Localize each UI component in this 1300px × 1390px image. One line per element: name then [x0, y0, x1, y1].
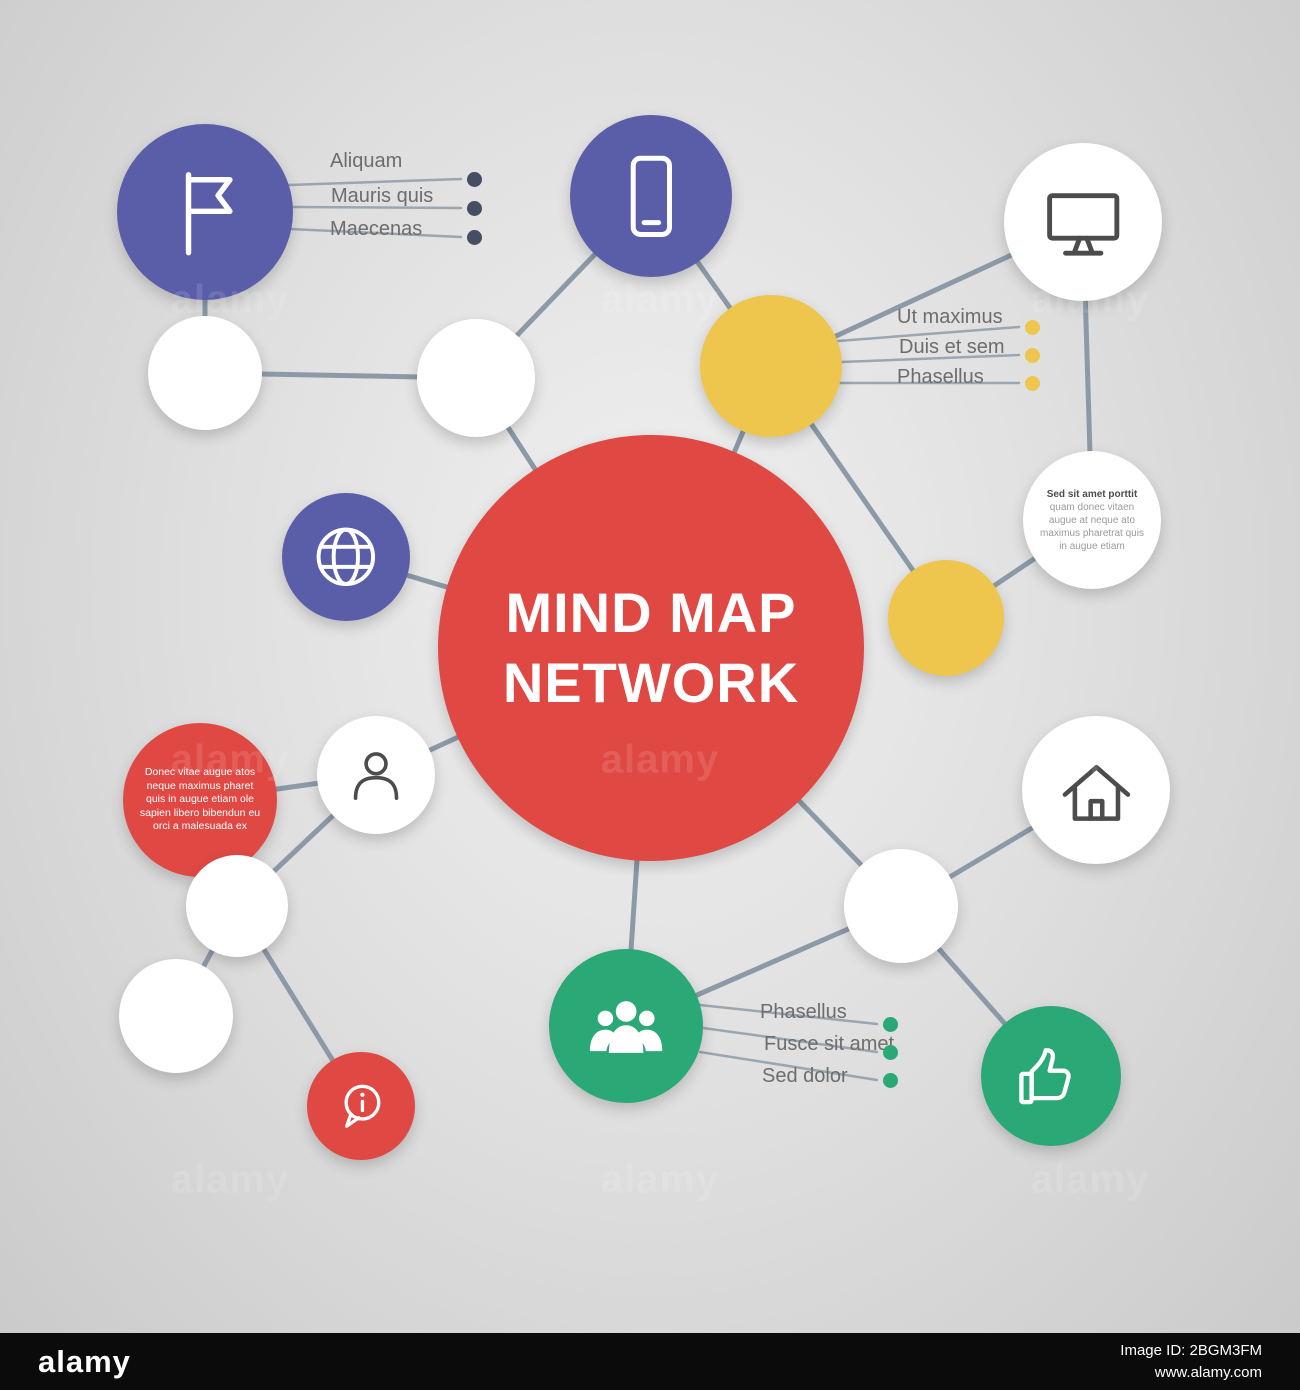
- edge-w2-center: [473, 375, 654, 651]
- edge-person-note-l: [197, 772, 379, 803]
- edge-w3-info: [234, 903, 364, 1109]
- team-labels-line: [698, 1050, 879, 1082]
- watermark-bar: alamy Image ID: 2BGM3FM www.alamy.com: [0, 1333, 1300, 1390]
- flag-labels-line: [288, 227, 463, 239]
- alamy-logo: alamy: [38, 1343, 131, 1379]
- alamy-url-text: www.alamy.com: [1154, 1363, 1262, 1381]
- watermark-info: Image ID: 2BGM3FM www.alamy.com: [1120, 1340, 1262, 1384]
- edge-w5-home: [898, 787, 1099, 909]
- edge-center-group: [623, 645, 654, 1029]
- edge-w1-w2: [202, 370, 479, 381]
- flag-labels-line: [287, 177, 463, 187]
- edge-center-person: [373, 645, 654, 778]
- edge-phone-clock: [648, 193, 774, 369]
- edge-w2-phone: [473, 193, 654, 381]
- edge-clock-yellow: [768, 363, 949, 621]
- edge-w3-w4: [173, 903, 240, 1019]
- edge-clock-center: [648, 363, 774, 651]
- edge-note-r-yellow: [943, 517, 1095, 621]
- edge-globe-center: [343, 554, 654, 651]
- team-labels-line: [701, 1026, 879, 1054]
- edge-center-w5: [648, 645, 904, 909]
- flag-labels-line: [290, 205, 463, 210]
- edge-clock-monitor: [768, 219, 1086, 369]
- edge-person-w3: [234, 772, 379, 909]
- edge-monitor-note-r: [1080, 219, 1095, 523]
- team-labels-line: [698, 1003, 879, 1026]
- edge-group-w5: [623, 903, 904, 1029]
- clock-labels-line: [839, 353, 1021, 364]
- image-id-text: Image ID: 2BGM3FM: [1120, 1341, 1262, 1359]
- edge-w5-thumbs: [898, 903, 1054, 1079]
- clock-labels-line: [836, 325, 1021, 343]
